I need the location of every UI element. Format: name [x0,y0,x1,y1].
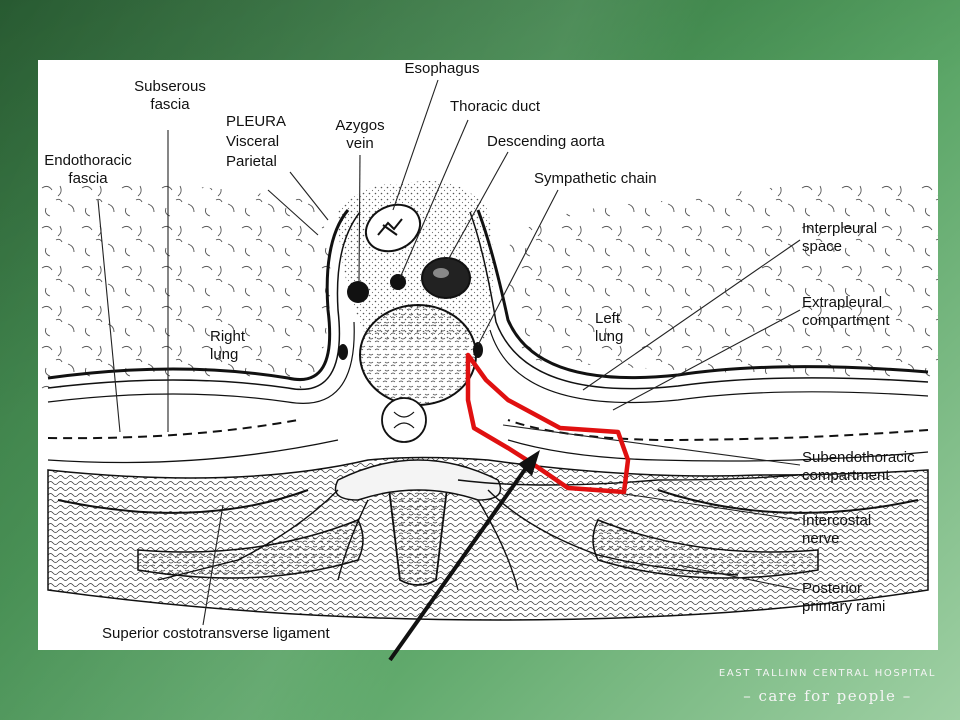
label-left-lung: Left lung [595,310,624,345]
hospital-name: EAST TALLINN CENTRAL HOSPITAL [718,668,936,679]
label-esophagus: Esophagus [404,60,480,77]
azygos-vein-shape [347,281,369,303]
label-intercostal-nerve: Intercostal nerve [802,512,872,547]
label-descending-aorta: Descending aorta [487,133,605,150]
hospital-branding: EAST TALLINN CENTRAL HOSPITAL – care for… [719,668,936,705]
label-interpleural-space: Interpleural space [802,220,878,255]
rib-left [57,489,309,514]
label-posterior-primary-rami: Posterior primary rami [802,580,886,615]
subendothoracic-highlight [465,352,631,495]
label-parietal: Parietal [226,153,277,170]
label-azygos-vein: Azygos vein [335,117,385,152]
label-pleura: PLEURA [226,113,287,130]
anatomy-illustration [38,79,938,626]
label-thoracic-duct: Thoracic duct [450,98,541,115]
anatomy-diagram-panel: Esophagus Subserous fascia PLEURA Viscer… [38,60,938,650]
transverse-right [592,519,819,579]
label-superior-costotransverse-ligament: Superior costotransverse ligament [102,625,330,642]
hospital-tagline: – care for people – [743,687,912,705]
label-sympathetic-chain: Sympathetic chain [534,170,657,187]
label-visceral: Visceral [226,133,280,150]
label-subserous-fascia: Subserous fascia [134,78,206,113]
descending-aorta-shape [421,257,471,299]
thoracic-duct-shape [390,274,406,290]
posterior-muscle-band [47,456,929,621]
sympathetic-ganglion-right [473,342,483,358]
label-extrapleural-compartment: Extrapleural compartment [802,294,890,329]
transverse-left [137,519,364,579]
label-right-lung: Right lung [210,328,246,363]
spinal-cord [381,397,427,443]
sympathetic-ganglion-left [338,344,348,360]
label-endothoracic-fascia: Endothoracic fascia [44,152,132,187]
label-subendothoracic-compartment: Subendothoracic compartment [802,449,915,484]
left-lung-shape [507,180,938,382]
rib-right [657,489,919,514]
